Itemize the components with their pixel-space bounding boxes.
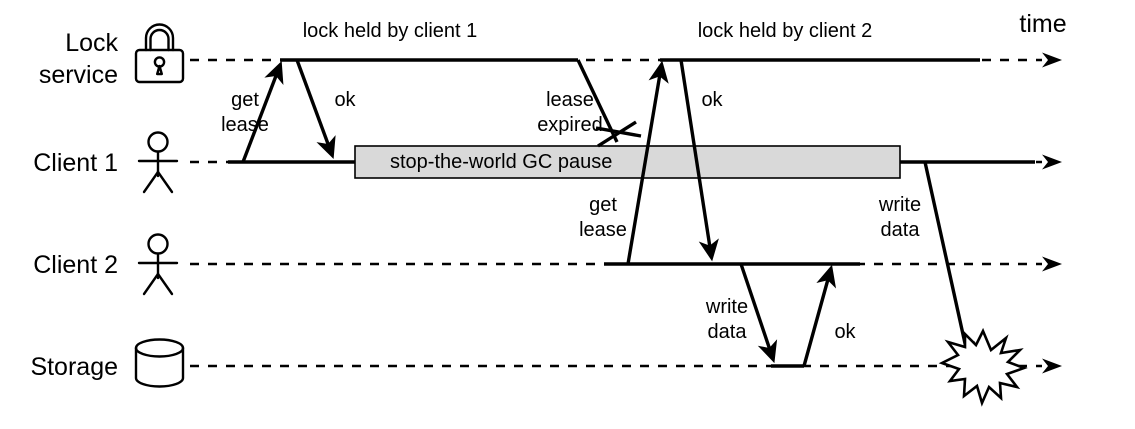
gc-pause-label: stop-the-world GC pause: [390, 151, 612, 173]
lane-label-client-1-line1: Client 1: [33, 149, 118, 177]
msg-label-lease-expired: lease expired: [537, 89, 603, 136]
msg-label-ok-client-2-line1: ok: [701, 89, 723, 111]
msg-label-ok-storage: ok: [834, 321, 856, 343]
msg-label-get-lease-client-2-line2: lease: [579, 219, 627, 241]
lane-label-client-2-line1: Client 2: [33, 251, 118, 279]
lane-label-client-1: Client 1: [33, 149, 118, 177]
msg-label-write-data-client-1: write data: [878, 194, 921, 241]
msg-label-write-data-client-2-line1: write: [705, 296, 748, 318]
arrow-ok-to-client-1: [295, 59, 336, 160]
span-label-lock-held-client-2: lock held by client 2: [698, 20, 873, 42]
msg-label-write-data-client-2: write data: [705, 296, 748, 343]
time-axis-label: time: [1019, 10, 1066, 38]
stop-the-world-gc-pause-box: stop-the-world GC pause: [354, 145, 901, 179]
msg-label-write-data-client-2-line2: data: [708, 321, 748, 343]
stick-figure-icon-client-2: [137, 233, 179, 296]
arrow-get-lease-client-2: [626, 60, 669, 265]
lane-label-lock-service: Lock service: [39, 29, 119, 89]
msg-label-lease-expired-line1: lease: [546, 89, 594, 111]
msg-label-write-data-client-1-line2: data: [881, 219, 921, 241]
time-axis-arrowheads: [1042, 52, 1062, 374]
lane-label-lock-service-line1: Lock: [65, 29, 118, 57]
padlock-icon: [134, 23, 185, 84]
lane-label-lock-service-line2: service: [39, 61, 118, 89]
arrow-ok-from-storage: [802, 264, 837, 367]
stick-figure-icon-client-1: [137, 131, 179, 194]
msg-label-get-lease-client-1-line2: lease: [221, 114, 269, 136]
msg-label-get-lease-client-2: get lease: [579, 194, 627, 241]
msg-label-get-lease-client-1-line1: get: [231, 89, 259, 111]
msg-label-get-lease-client-2-line1: get: [589, 194, 617, 216]
database-cylinder-icon: [134, 338, 185, 388]
arrow-lease-expired: [576, 59, 619, 143]
arrow-get-lease-client-1: [241, 61, 284, 163]
arrow-write-data-client-2: [739, 263, 778, 364]
msg-label-ok-client-1: ok: [334, 89, 356, 111]
msg-label-ok-client-2: ok: [701, 89, 723, 111]
lane-label-storage: Storage: [30, 353, 118, 381]
arrow-ok-to-client-2: [679, 59, 719, 262]
arrow-write-data-client-1: [923, 161, 975, 365]
msg-label-ok-storage-line1: ok: [834, 321, 856, 343]
lane-label-storage-line1: Storage: [30, 353, 118, 381]
lease-expired-cross-icon: [595, 120, 642, 148]
msg-label-ok-client-1-line1: ok: [334, 89, 356, 111]
lane-label-client-2: Client 2: [33, 251, 118, 279]
conflict-burst-icon: [938, 327, 1028, 407]
msg-label-write-data-client-1-line1: write: [878, 194, 921, 216]
span-label-lock-held-client-1: lock held by client 1: [303, 20, 478, 42]
msg-label-get-lease-client-1: get lease: [221, 89, 269, 136]
msg-label-lease-expired-line2: expired: [537, 114, 603, 136]
